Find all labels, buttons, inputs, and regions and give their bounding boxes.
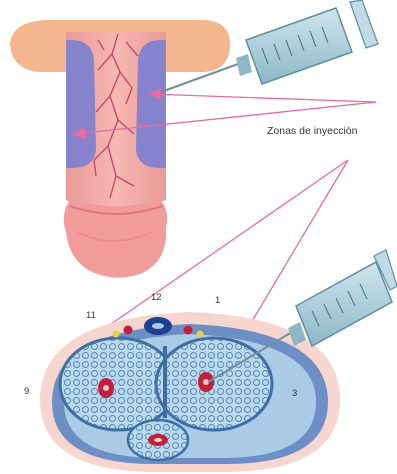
clock-label-9: 9 <box>24 386 29 397</box>
injection-zone-left <box>66 40 96 168</box>
dorsal-nerve-left <box>113 331 120 338</box>
dorsal-artery-right <box>184 326 193 335</box>
injection-zone-right <box>136 40 166 168</box>
dorsal-nerve-right <box>197 331 204 338</box>
clock-label-11: 11 <box>86 310 96 321</box>
dorsal-artery-left <box>124 326 133 335</box>
shaft-illustration <box>10 20 230 278</box>
septum <box>163 346 167 418</box>
zones-label: Zonas de inyección <box>267 125 358 137</box>
clock-label-3: 3 <box>292 388 297 399</box>
glans <box>64 200 167 278</box>
clock-label-1: 1 <box>215 295 220 306</box>
clock-label-12: 12 <box>151 292 162 303</box>
corpus-cavernosum-right <box>156 338 272 430</box>
